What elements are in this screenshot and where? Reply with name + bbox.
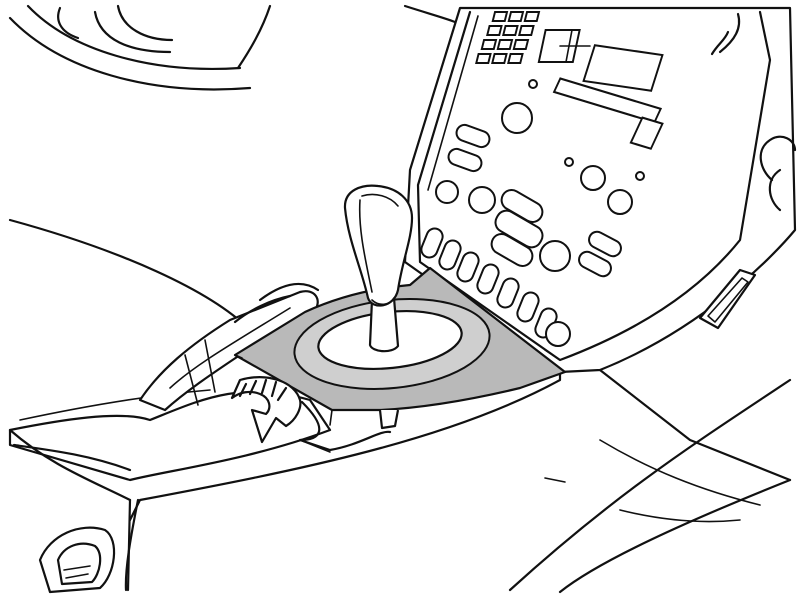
side-panel-clip — [698, 268, 757, 330]
dashboard-edge — [403, 4, 457, 24]
gear-shifter-icon — [343, 184, 414, 353]
console-tray — [298, 400, 392, 452]
cd-slot — [552, 77, 663, 124]
center-console-panel — [403, 6, 797, 374]
parking-brake-lever — [138, 282, 320, 412]
right-air-vent — [759, 135, 797, 182]
direction-arrow-icon — [230, 376, 302, 444]
keypad-buttons — [475, 11, 541, 64]
volume-knob — [501, 102, 533, 134]
steering-wheel-icon — [8, 4, 272, 91]
display-screen — [582, 44, 664, 92]
console-side — [8, 218, 252, 332]
cup-holder-button — [38, 526, 116, 594]
